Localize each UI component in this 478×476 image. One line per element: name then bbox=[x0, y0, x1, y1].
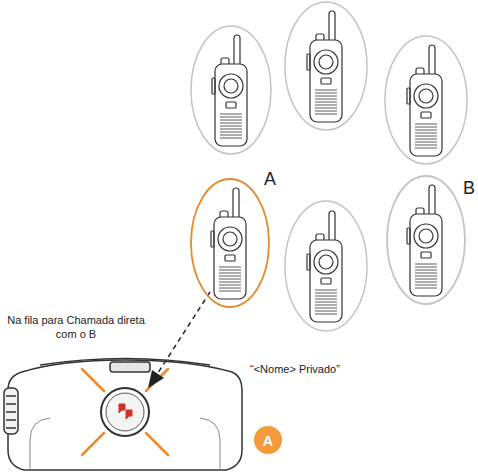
leader-arrow bbox=[148, 292, 210, 388]
radio-top-view bbox=[4, 359, 242, 471]
callout-note: Na fila para Chamada direta com o B bbox=[6, 313, 146, 342]
radio-figures bbox=[191, 2, 467, 331]
radio-figure bbox=[307, 211, 342, 322]
radio-ellipse bbox=[285, 201, 367, 331]
radio-ellipse-b: B bbox=[386, 175, 466, 305]
radio-ellipse-a: A bbox=[190, 178, 270, 308]
display-text: “<Nome> Privado” bbox=[250, 362, 380, 376]
radio-letter: B bbox=[463, 179, 475, 197]
radio-ellipse bbox=[385, 36, 467, 164]
radio-figure bbox=[212, 35, 247, 146]
radio-figure bbox=[407, 45, 442, 156]
radio-figure bbox=[211, 188, 246, 299]
radio-ellipse bbox=[285, 2, 367, 130]
badge-circle: A bbox=[254, 426, 282, 454]
radio-figure bbox=[407, 185, 442, 296]
cross-mark bbox=[82, 369, 168, 455]
radio-figure bbox=[307, 11, 342, 122]
badge-letter: A bbox=[263, 433, 274, 448]
ellipse-outline bbox=[190, 178, 270, 308]
ellipse-outline bbox=[386, 175, 466, 305]
radio-letter: A bbox=[264, 170, 276, 188]
radio-ellipse bbox=[191, 26, 271, 154]
